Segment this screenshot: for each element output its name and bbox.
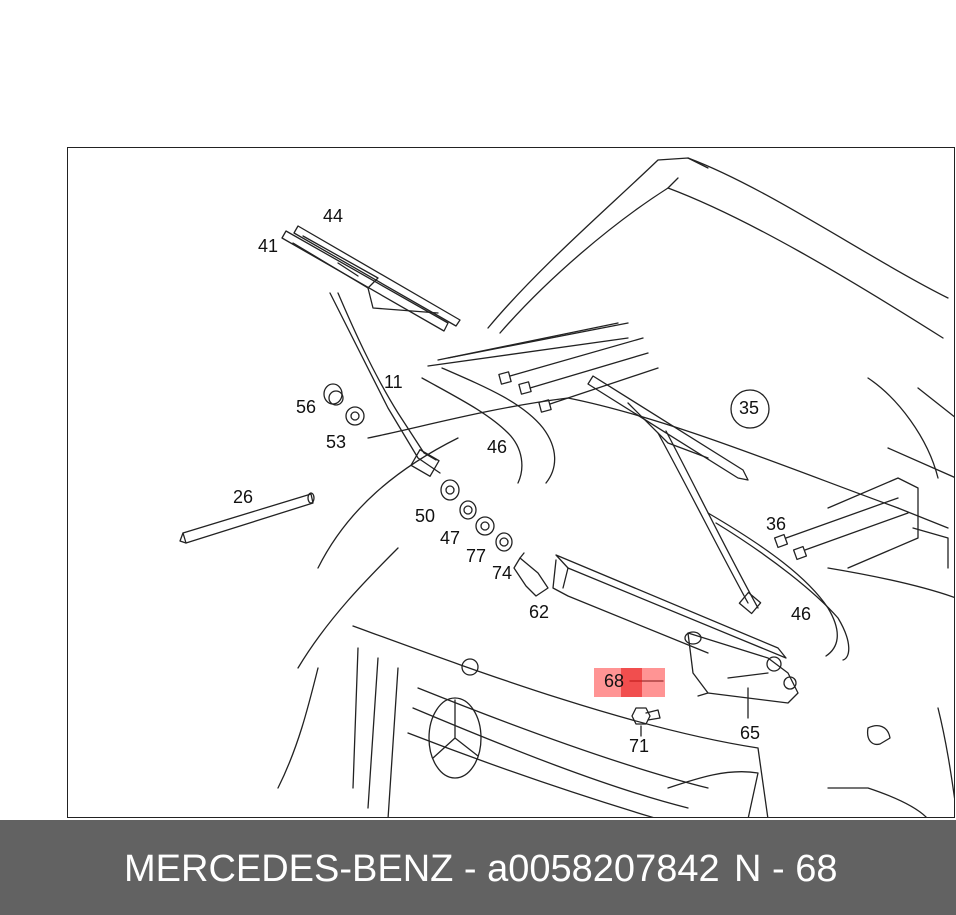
callout-68: 68 (604, 671, 625, 691)
callout-46-right: 46 (791, 604, 812, 624)
diagram-reference-text: N - 68 (734, 848, 838, 890)
callout-35: 35 (739, 398, 760, 418)
part-number-text: MERCEDES-BENZ - a0058207842 (124, 848, 720, 890)
callout-47: 47 (440, 528, 461, 548)
callout-44: 44 (323, 206, 344, 226)
callout-11: 11 (384, 372, 403, 392)
highlight-68-core (621, 668, 642, 697)
callout-56: 56 (296, 397, 317, 417)
diagram-frame (67, 147, 955, 818)
callout-71: 71 (629, 736, 650, 756)
callout-65: 65 (740, 723, 761, 743)
callout-77: 77 (466, 546, 487, 566)
callout-62: 62 (529, 602, 550, 622)
footer-bar: MERCEDES-BENZ - a0058207842 N - 68 (0, 820, 956, 915)
callout-41: 41 (258, 236, 279, 256)
callout-74: 74 (492, 563, 513, 583)
callout-50: 50 (415, 506, 436, 526)
callout-53: 53 (326, 432, 347, 452)
callout-46-left: 46 (487, 437, 508, 457)
callout-26: 26 (233, 487, 254, 507)
wiper-assembly-drawing (179, 157, 954, 817)
callout-36: 36 (766, 514, 787, 534)
